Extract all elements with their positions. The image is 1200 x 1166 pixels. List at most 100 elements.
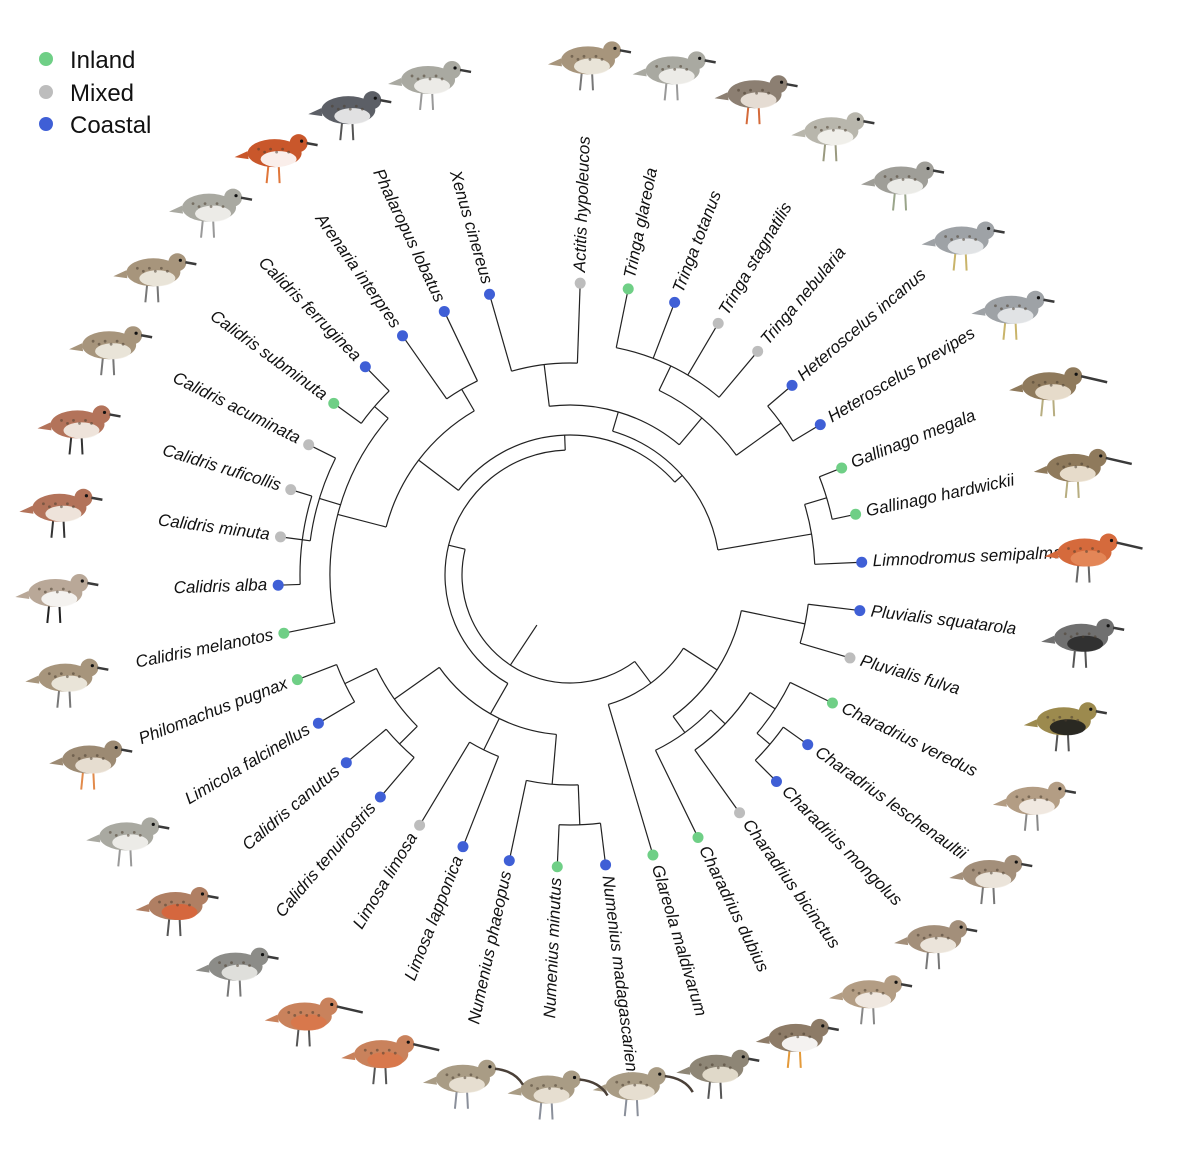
tree-branch-15 (658, 365, 672, 391)
sandpiper-grey-icon (632, 51, 716, 101)
habitat-dot-calidris-canutus (340, 757, 352, 769)
tree-branch-9 (543, 364, 550, 407)
tree-branch-84 (799, 642, 851, 659)
taxon-label-gallinago-megala: Gallinago megala (848, 406, 978, 472)
tree-branch-11 (576, 283, 581, 364)
taxon-label-numenius-minutus: Numenius minutus (540, 877, 565, 1019)
stint-icon (19, 488, 103, 538)
tree-branch-78 (607, 704, 654, 856)
taxon-label-phalaropus-lobatus: Phalaropus lobatus (369, 166, 449, 306)
habitat-dot-numenius-minutus (551, 861, 563, 873)
curlew-icon (592, 1067, 694, 1117)
tree-branch-57 (419, 741, 471, 826)
habitat-dot-calidris-subminuta (328, 397, 340, 409)
tree-arc-67 (375, 668, 418, 727)
habitat-dot-charadrius-dubius (692, 831, 704, 843)
legend: Inland Mixed Coastal (39, 47, 151, 139)
tree-arc-6 (612, 430, 719, 551)
tattler-icon (921, 221, 1005, 271)
taxon-label-tringa-nebularia: Tringa nebularia (757, 243, 850, 348)
tree-arc-89 (694, 692, 751, 751)
tree-branch-47 (302, 539, 311, 542)
dowitcher-icon (1044, 533, 1143, 583)
tree-branch-42 (364, 366, 390, 392)
sandpiper-brown-icon (69, 326, 153, 376)
taxon-label-calidris-melanotos: Calidris melanotos (134, 625, 275, 672)
bird-illustrations (15, 41, 1143, 1120)
tree-branch-12 (488, 294, 513, 372)
sandpiper-grey-icon (169, 188, 253, 238)
tree-arc-14 (658, 389, 737, 456)
godwit-red-icon (264, 997, 364, 1047)
tree-arc-54 (438, 666, 557, 736)
tree-branch-19 (687, 323, 719, 376)
habitat-dot-philomachus-pugnax (291, 674, 303, 686)
habitat-dot-numenius-phaeopus (503, 855, 515, 867)
godwit-red-icon (341, 1035, 440, 1085)
ruff-icon (49, 740, 133, 790)
taxon-label-numenius-phaeopus: Numenius phaeopus (464, 869, 515, 1026)
tree-branch-85 (672, 716, 686, 733)
tree-branch-93 (789, 681, 833, 704)
habitat-dot-tringa-glareola (622, 283, 634, 295)
plover-rufous-icon (949, 855, 1033, 905)
redshank-icon (714, 75, 798, 125)
tree-branch-25 (717, 533, 812, 551)
tree-branch-91 (749, 691, 776, 710)
taxon-label-glareola-maldivarum: Glareola maldivarum (648, 863, 711, 1019)
tree-branch-53 (489, 683, 509, 715)
taxon-label-calidris-minuta: Calidris minuta (157, 510, 271, 544)
tree-arc-4 (457, 434, 676, 491)
habitat-dot-charadrius-veredus (826, 697, 838, 709)
habitat-dot-limosa-lapponica (457, 841, 469, 853)
taxon-label-calidris-acuminata: Calidris acuminata (170, 368, 304, 447)
tree-branch-17 (615, 288, 629, 348)
tree-branch-61 (508, 780, 527, 861)
habitat-dot-xenus-cinereus (484, 288, 496, 300)
habitat-dot-tringa-totanus (669, 296, 681, 308)
taxon-label-tringa-stagnatilis: Tringa stagnatilis (715, 199, 796, 319)
tree-branch-32 (418, 459, 459, 491)
habitat-dot-calidris-minuta (274, 531, 286, 543)
plover-tan-icon (829, 975, 913, 1025)
tree-root-stem (509, 624, 538, 666)
tree-branch-7 (612, 411, 619, 432)
curlew-icon (507, 1070, 609, 1120)
tree-arc-0 (461, 549, 636, 684)
tree-branch-27 (804, 497, 827, 505)
habitat-dot-pluvialis-squatarola (854, 605, 866, 617)
sandpiper-grey-icon (388, 60, 472, 111)
taxon-label-actitis-hypoleucos: Actitis hypoleucos (570, 135, 594, 273)
tree-arc-8 (549, 404, 680, 446)
habitat-dot-calidris-alba (272, 579, 284, 591)
tree-branch-18 (652, 302, 676, 359)
habitat-dot-limicola-falcinellus (312, 717, 324, 729)
tree-branch-44 (319, 497, 341, 506)
tree-branch-83 (808, 603, 860, 612)
phylogenetic-tree (278, 283, 862, 867)
stint-icon (37, 405, 121, 455)
tree-branch-36 (402, 335, 448, 400)
habitat-dot-gallinago-hardwickii (850, 508, 862, 520)
habitat-dot-charadrius-bicinctus (734, 807, 746, 819)
tree-arc-92 (756, 682, 791, 734)
tree-arc-10 (511, 362, 578, 372)
habitat-dot-calidris-ruficollis (285, 484, 297, 496)
tree-branch-34 (461, 388, 475, 412)
taxon-label-tringa-glareola: Tringa glareola (620, 166, 661, 280)
ringed-plover-icon (755, 1018, 839, 1068)
habitat-dot-charadrius-mongolus (770, 775, 782, 787)
habitat-dot-numenius-madagascariensis (600, 859, 612, 871)
taxon-label-calidris-alba: Calidris alba (173, 575, 267, 597)
tree-branch-68 (399, 725, 418, 745)
pratincole-icon (676, 1049, 760, 1099)
tree-arc-86 (655, 709, 712, 751)
tree-arc-2 (444, 449, 566, 684)
taxon-label-calidris-ruficollis: Calidris ruficollis (160, 440, 283, 494)
tree-arc-60 (526, 779, 579, 786)
taxon-label-tringa-totanus: Tringa totanus (669, 188, 725, 296)
tree-branch-79 (683, 647, 718, 671)
habitat-dot-arenaria-interpres (397, 330, 409, 342)
tree-arc-45 (309, 457, 337, 541)
